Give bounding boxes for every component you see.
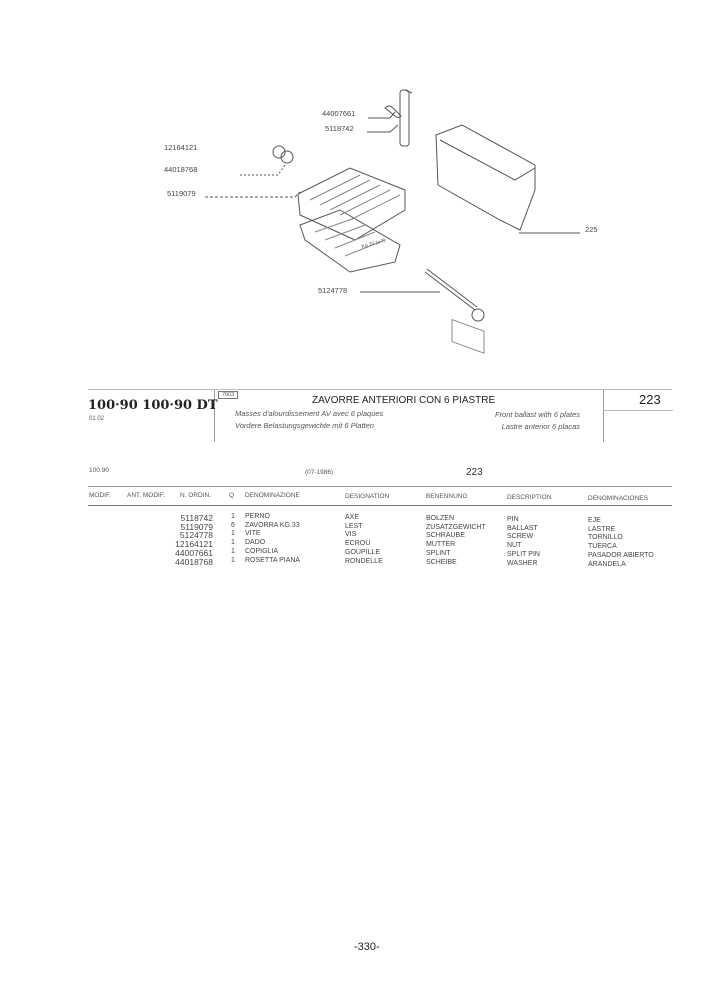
denominazione: COPIGLIA — [245, 547, 279, 555]
quantity: 1 — [231, 539, 235, 547]
designation: GOUPILLE — [345, 548, 381, 556]
quantity: 6 — [231, 521, 235, 529]
table-row: 44007661 1 COPIGLIA GOUPILLE SPLINT SPLIT PIN… — [0, 547, 707, 559]
sub-table-number: 223 — [466, 467, 483, 478]
col-n-ordin: N. ORDIN. — [180, 492, 212, 499]
denominazione: VITE — [245, 530, 261, 538]
table-row: 5119079 6 ZAVORRA KG.33 LEST ZUSATZGEWICHT BA… — [0, 521, 707, 533]
callout-225: 225 — [585, 225, 598, 234]
col-benennung: BENENNUNG — [426, 493, 468, 500]
denominaciones: TORNILLO — [588, 534, 623, 542]
callout-44018768: 44018768 — [164, 165, 198, 174]
table-row: 44018768 1 ROSETTA PIANA RONDELLE SCHEIBE WAS… — [0, 556, 707, 568]
col-modif: MODIF. — [89, 492, 112, 499]
benennung: SCHEIBE — [426, 558, 457, 566]
part-number: 44018768 — [175, 556, 213, 567]
sub-date: (07-1986) — [305, 469, 334, 476]
benennung: SCHRAUBE — [426, 532, 465, 540]
callout-12164121: 12164121 — [164, 143, 198, 152]
part-number: 12164121 — [175, 539, 213, 550]
table-row: 5118742 1 PERNO AXE BOLZEN PIN EJE — [0, 513, 707, 524]
table-number: 223 — [639, 392, 661, 407]
quantity: 1 — [231, 513, 235, 520]
table-row: 12164121 1 DADO ECROU MUTTER NUT TUERCA — [0, 539, 707, 551]
denominaciones: ARANDELA — [588, 560, 626, 568]
designation: RONDELLE — [345, 557, 383, 565]
callout-5118742: 5118742 — [325, 124, 354, 133]
table-row: 5124778 1 VITE VIS SCHRAUBE SCREW TORNILLO — [0, 530, 707, 542]
denominaciones: PASADOR ABIERTO — [588, 551, 654, 559]
part-number: 5119079 — [180, 521, 213, 532]
benennung: MUTTER — [426, 541, 456, 549]
col-q: Q — [229, 492, 235, 499]
designation: AXE — [345, 514, 360, 521]
part-number: 5118742 — [180, 513, 213, 523]
denominazione: ROSETTA PIANA — [245, 556, 301, 564]
col-designation: DESIGNATION — [345, 493, 390, 500]
title-french: Masses d'alourdissement AV avec 6 plaque… — [235, 409, 384, 418]
denominaciones: EJE — [588, 517, 601, 524]
designation: ECROU — [345, 540, 371, 548]
ballast-marking: Kg 33 (a 7) — [361, 238, 387, 250]
callout-44007661: 44007661 — [322, 109, 356, 118]
part-number: 44007661 — [175, 547, 213, 558]
benennung: BOLZEN — [426, 515, 455, 522]
denominazione: DADO — [245, 539, 266, 547]
model-names: 100·90 100·90 DT — [88, 398, 218, 413]
callout-5119079: 5119079 — [167, 189, 196, 198]
denominazione: ZAVORRA KG.33 — [245, 521, 300, 529]
benennung: SPLINT — [426, 549, 451, 557]
designation: LEST — [345, 522, 363, 530]
col-description: DESCRIPTION — [507, 494, 552, 501]
description: SCREW — [507, 533, 534, 541]
reference-box: 7903 — [218, 391, 239, 399]
model-sub-code: 01 02 — [89, 416, 105, 422]
sub-model: 100.90 — [89, 467, 109, 474]
quantity: 1 — [231, 556, 235, 564]
part-number: 5124778 — [179, 530, 213, 541]
denominaciones: TUERCA — [588, 543, 617, 551]
denominazione: PERNO — [245, 513, 270, 520]
table-title: ZAVORRE ANTERIORI CON 6 PIASTRE — [312, 395, 496, 406]
pin-5118742 — [399, 89, 413, 147]
title-english: Front ballast with 6 plates — [494, 410, 580, 419]
page-number: -330- — [354, 941, 380, 953]
description: WASHER — [507, 559, 538, 567]
exploded-parts-drawing: Kg 33 (a 7) — [205, 89, 580, 354]
description: NUT — [507, 542, 522, 550]
description: PIN — [507, 516, 519, 523]
description: SPLIT PIN — [507, 550, 540, 558]
denominaciones: LASTRE — [588, 525, 616, 533]
description: BALLAST — [507, 524, 538, 532]
col-ant-modif: ANT. MODIF. — [127, 492, 165, 499]
col-denominaciones: DENOMINACIONES — [588, 495, 648, 502]
callout-5124778: 5124778 — [318, 286, 348, 295]
quantity: 1 — [231, 547, 235, 555]
quantity: 1 — [231, 530, 235, 538]
title-german: Vordere Belastungsgewichte mit 6 Platten — [235, 421, 374, 430]
col-denominazione: DENOMINAZIONE — [245, 492, 300, 499]
designation: VIS — [345, 531, 357, 539]
benennung: ZUSATZGEWICHT — [426, 523, 486, 531]
title-spanish: Lastre anterior 6 placas — [501, 422, 580, 431]
